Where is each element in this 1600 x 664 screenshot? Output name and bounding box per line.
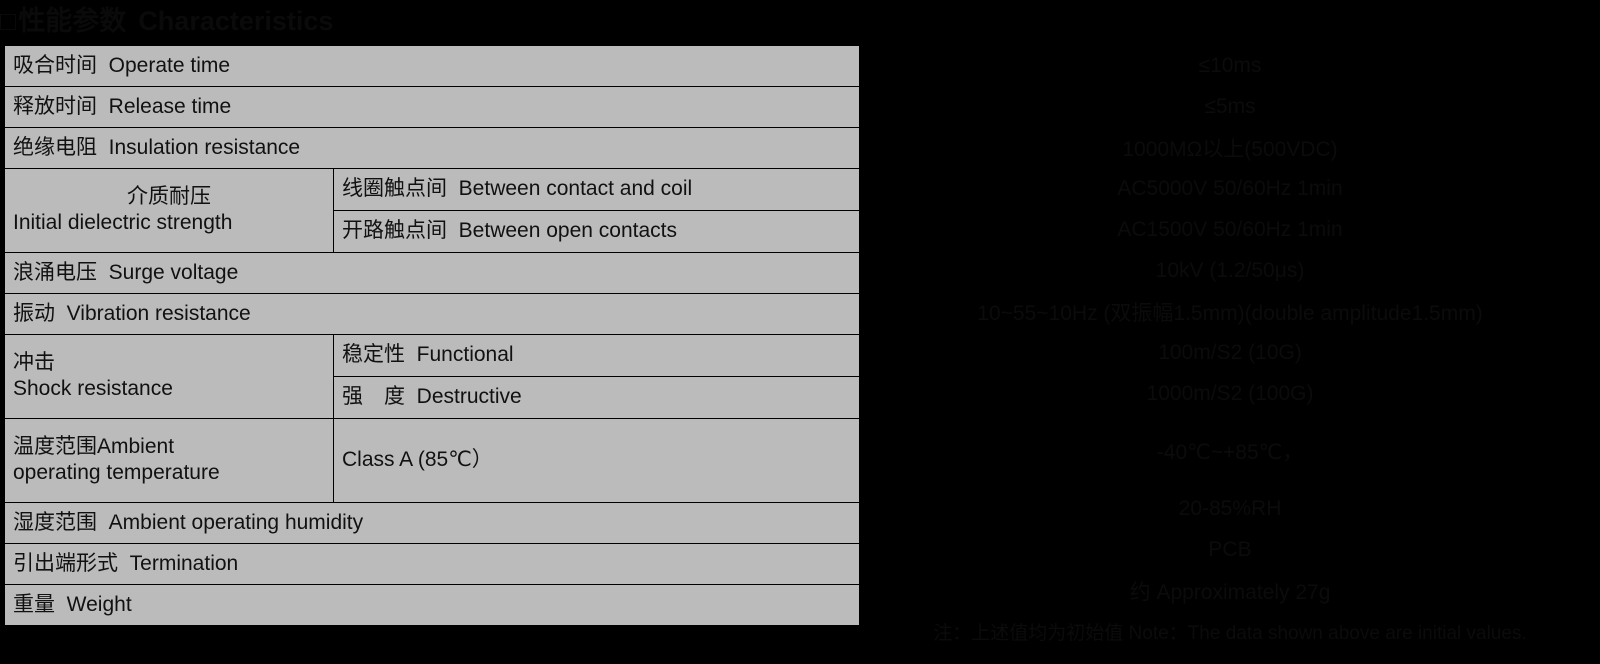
- group-label-cn: 冲击: [13, 351, 55, 375]
- label-en: Ambient operating humidity: [108, 510, 364, 534]
- value-ambient-operating-temperature: -40℃~+85℃，: [1156, 441, 1304, 464]
- table-row: 引出端形式 Termination: [4, 543, 860, 585]
- label-cn: 线圈触点间: [342, 177, 447, 201]
- value-surge-voltage: 10kV (1.2/50μs): [1155, 258, 1305, 282]
- value-ambient-operating-humidity: 20-85%RH: [1178, 496, 1282, 520]
- label-cn: 振动: [13, 301, 55, 325]
- page-title: □性能参数 Characteristics: [0, 2, 333, 40]
- group-label-en: Shock resistance: [13, 377, 173, 400]
- row-label-termination: 引出端形式 Termination: [4, 543, 860, 585]
- label-cn: 浪涌电压: [13, 260, 97, 284]
- label-cn: 释放时间: [13, 94, 97, 118]
- table-row: 湿度范围 Ambient operating humidity: [4, 502, 860, 544]
- table-row: 介质耐压 Initial dielectric strength 线圈触点间 B…: [4, 168, 860, 253]
- page-title-cn: 性能参数: [18, 6, 127, 36]
- value-release-time: ≤5ms: [1204, 94, 1256, 118]
- label-cn: 开路触点间: [342, 219, 447, 243]
- row-label-ambient-operating-temperature: 温度范围Ambient operating temperature: [4, 418, 334, 503]
- table-row: 释放时间 Release time: [4, 86, 860, 128]
- table-row: 温度范围Ambient operating temperature Class …: [4, 418, 860, 503]
- value-vibration-resistance: 10~55~10Hz (双振幅1.5mm)(double amplitude1.…: [977, 301, 1483, 325]
- row-label-ambient-operating-humidity: 湿度范围 Ambient operating humidity: [4, 502, 860, 544]
- table-row: 吸合时间 Operate time: [4, 45, 860, 87]
- row-label-between-open-contacts: 开路触点间 Between open contacts: [333, 210, 860, 253]
- row-label-operate-time: 吸合时间 Operate time: [4, 45, 860, 87]
- label-cn: 重量: [13, 592, 55, 616]
- footnote: 注：上述值均为初始值 Note：The data shown above are…: [933, 623, 1527, 644]
- value-shock-destructive: 1000m/S2 (100G): [1146, 381, 1314, 405]
- row-label-shock-functional: 稳定性 Functional: [333, 334, 860, 377]
- value-insulation-resistance: 1000MΩ以上(500VDC): [1122, 137, 1338, 161]
- group-label-en: operating temperature: [13, 461, 220, 484]
- row-label-weight: 重量 Weight: [4, 584, 860, 626]
- label-cn: 稳定性: [342, 343, 405, 367]
- group-label-cn: 温度范围Ambient: [13, 435, 175, 459]
- value-operate-time: ≤10ms: [1198, 53, 1262, 77]
- label-cn: 湿度范围: [13, 510, 97, 534]
- row-label-shock-destructive: 强 度 Destructive: [333, 376, 860, 419]
- row-label-surge-voltage: 浪涌电压 Surge voltage: [4, 252, 860, 294]
- row-label-vibration-resistance: 振动 Vibration resistance: [4, 293, 860, 335]
- label-en: Destructive: [416, 385, 522, 409]
- label-cn: 绝缘电阻: [13, 135, 97, 159]
- row-label-dielectric-strength: 介质耐压 Initial dielectric strength: [4, 168, 334, 253]
- label-cn: 吸合时间: [13, 53, 97, 77]
- label-en: Surge voltage: [108, 260, 239, 284]
- label-en: Functional: [416, 343, 514, 367]
- row-label-insulation-resistance: 绝缘电阻 Insulation resistance: [4, 127, 860, 169]
- group-label-cn: 介质耐压: [127, 185, 211, 209]
- label-en: Termination: [129, 551, 239, 575]
- table-row: 振动 Vibration resistance: [4, 293, 860, 335]
- table-row: 重量 Weight: [4, 584, 860, 626]
- label-en: Between contact and coil: [458, 177, 693, 201]
- group-label-en: Initial dielectric strength: [13, 211, 233, 234]
- table-row: 开路触点间 Between open contacts: [5, 210, 860, 253]
- value-termination: PCB: [1208, 537, 1252, 561]
- value-weight: 约 Approximately 27g: [1129, 580, 1331, 604]
- page-title-en: Characteristics: [138, 6, 334, 36]
- table-row: 冲击 Shock resistance 稳定性 Functional: [4, 334, 860, 419]
- label-en: Operate time: [108, 53, 231, 77]
- label-en: Insulation resistance: [108, 135, 301, 159]
- row-label-shock-resistance: 冲击 Shock resistance: [4, 334, 334, 419]
- table-row: 强 度 Destructive: [5, 376, 860, 419]
- value-between-open-contacts: AC1500V 50/60Hz 1min: [1117, 217, 1343, 241]
- label-en: Between open contacts: [458, 219, 677, 243]
- label-en: Weight: [66, 592, 132, 616]
- value-column: ≤10ms ≤5ms 1000MΩ以上(500VDC) AC5000V 50/6…: [860, 45, 1600, 611]
- row-label-release-time: 释放时间 Release time: [4, 86, 860, 128]
- table-row: 绝缘电阻 Insulation resistance: [4, 127, 860, 169]
- row-label-temperature-class: Class A (85℃）: [333, 418, 860, 503]
- value-shock-functional: 100m/S2 (10G): [1158, 340, 1302, 364]
- characteristics-table: 吸合时间 Operate time 释放时间 Release time 绝缘电阻…: [4, 45, 860, 626]
- label-cn: 引出端形式: [13, 551, 118, 575]
- label-en: Vibration resistance: [66, 301, 251, 325]
- square-bullet-icon: □: [0, 6, 17, 36]
- label-cn: 强 度: [342, 385, 405, 409]
- value-between-contact-and-coil: AC5000V 50/60Hz 1min: [1117, 176, 1343, 200]
- table-row: 浪涌电压 Surge voltage: [4, 252, 860, 294]
- row-label-between-contact-and-coil: 线圈触点间 Between contact and coil: [333, 168, 860, 211]
- label-en: Release time: [108, 94, 232, 118]
